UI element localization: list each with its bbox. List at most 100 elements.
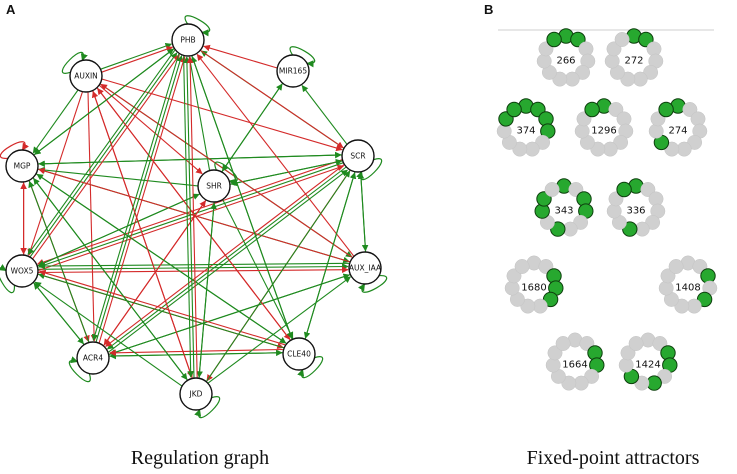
- edge-auxin-to-phb-activation: [100, 42, 173, 70]
- edge-cle40-to-wox5-activation: [38, 272, 285, 349]
- edge-acr4-to-mgp-activation: [28, 180, 90, 343]
- attractor-dot-off: [668, 259, 684, 274]
- edge-cle40-to-scr-activation: [304, 172, 357, 340]
- node-mir165: MIR165: [276, 54, 310, 88]
- edge-scr-to-mgp-activation: [38, 154, 343, 168]
- node-mgp: MGP: [5, 149, 39, 183]
- edge-wox5-to-aux_iaa-inhibition: [37, 266, 349, 274]
- regulation-edges: [20, 42, 369, 387]
- self-loop-scr: [356, 158, 383, 181]
- edge-phb-to-acr4-activation: [91, 53, 180, 341]
- attractor-label: 1296: [591, 126, 616, 137]
- edge-acr4-to-wox5-activation: [33, 282, 85, 345]
- attractor-dot-on: [584, 101, 600, 118]
- edge-wox5-to-phb-activation: [29, 52, 178, 258]
- attractor-dot-off: [614, 32, 630, 47]
- node-circle: [5, 149, 39, 183]
- edge-phb-to-jkd-activation: [183, 56, 194, 378]
- attractor-label: 1680: [521, 283, 546, 294]
- self-loop-mgp: [0, 141, 29, 160]
- node-label: PHB: [180, 36, 195, 45]
- attractor-dot-on: [616, 181, 632, 198]
- edge-phb-to-mgp-activation: [34, 47, 175, 155]
- self-loop-shr: [214, 161, 238, 186]
- edge-jkd-to-shr-activation: [198, 202, 217, 379]
- edge-aux_iaa-to-scr-activation: [357, 172, 367, 252]
- edge-aux_iaa-to-phb-inhibition: [196, 53, 355, 257]
- edge-acr4-to-aux_iaa-activation: [108, 273, 351, 356]
- attractor-dot-off: [514, 259, 530, 274]
- edge-auxin-to-phb-inhibition: [101, 46, 174, 73]
- edge-shr-to-scr-activation: [229, 158, 343, 185]
- edge-phb-to-cle40-activation: [191, 55, 293, 340]
- self-loop-mir165: [289, 46, 316, 68]
- attractor-label: 1408: [675, 283, 700, 294]
- edge-mir165-to-phb-inhibition: [203, 44, 278, 69]
- edge-auxin-to-acr4-inhibition: [87, 91, 98, 342]
- attractor-dot-on: [546, 31, 562, 48]
- node-circle: [171, 23, 205, 57]
- edge-jkd-to-mgp-activation: [33, 177, 189, 381]
- panel-b-letter: B: [484, 2, 493, 17]
- node-jkd: JKD: [179, 377, 213, 411]
- attractor-374: 374: [496, 98, 556, 157]
- self-loop-acr4: [68, 356, 91, 383]
- edge-acr4-to-phb-activation: [95, 55, 184, 343]
- attractor-343: 343: [534, 178, 594, 237]
- edge-jkd-to-aux_iaa-activation: [207, 276, 351, 384]
- edge-wox5-to-aux_iaa-activation: [37, 263, 349, 270]
- node-acr4: ACR4: [76, 341, 110, 375]
- node-circle: [179, 377, 213, 411]
- node-label: AUX_IAA: [349, 264, 382, 273]
- node-circle: [76, 341, 110, 375]
- panel-a-letter: A: [6, 2, 16, 17]
- edge-wox5-to-phb-inhibition: [32, 54, 180, 260]
- attractor-274: 274: [648, 98, 708, 157]
- self-loop-wox5: [0, 264, 16, 294]
- self-loop-cle40: [297, 356, 324, 379]
- edge-aux_iaa-to-auxin-inhibition: [100, 83, 354, 259]
- edge-auxin-to-wox5-inhibition: [27, 91, 84, 256]
- node-auxin: AUXIN: [69, 59, 103, 93]
- self-loop-phb: [184, 15, 211, 37]
- attractor-1664: 1664: [545, 332, 605, 391]
- edge-cle40-to-mgp-activation: [36, 173, 288, 345]
- attractor-dot-off: [544, 182, 560, 197]
- node-label: WOX5: [11, 267, 34, 276]
- node-shr: SHR: [197, 169, 231, 203]
- node-circle: [348, 251, 382, 285]
- edge-acr4-to-shr-inhibition: [103, 200, 206, 347]
- node-label: CLE40: [287, 350, 311, 359]
- node-circle: [197, 169, 231, 203]
- caption-regulation-graph: Regulation graph: [131, 447, 269, 469]
- node-circle: [282, 337, 316, 371]
- edge-jkd-to-phb-activation: [183, 56, 195, 379]
- edge-auxin-to-scr-inhibition: [101, 78, 343, 152]
- edge-mir165-to-shr-activation: [221, 82, 284, 172]
- node-label: SHR: [206, 182, 222, 191]
- node-label: MGP: [14, 162, 31, 171]
- node-circle: [276, 54, 310, 88]
- edge-shr-to-mgp-activation: [38, 166, 198, 187]
- edge-shr-to-cle40-activation: [222, 199, 294, 339]
- attractor-label: 374: [516, 126, 535, 137]
- node-phb: PHB: [171, 23, 205, 57]
- attractor-dot-off: [555, 336, 571, 351]
- edge-auxin-to-mgp-activation: [32, 89, 79, 154]
- edge-auxin-to-shr-inhibition: [98, 84, 203, 175]
- self-loop-auxin: [61, 51, 88, 74]
- node-label: ACR4: [83, 354, 103, 363]
- edge-jkd-to-wox5-activation: [34, 281, 183, 387]
- edge-wox5-to-shr-activation: [37, 193, 200, 267]
- attractor-1680: 1680: [504, 255, 564, 314]
- node-label: AUXIN: [74, 72, 98, 81]
- attractor-label: 1424: [635, 360, 660, 371]
- attractor-dot-on: [506, 101, 522, 118]
- attractor-dot-off: [628, 336, 644, 351]
- edge-jkd-to-auxin-inhibition: [91, 90, 193, 379]
- node-aux_iaa: AUX_IAA: [348, 251, 382, 285]
- attractor-dot-on: [658, 101, 674, 118]
